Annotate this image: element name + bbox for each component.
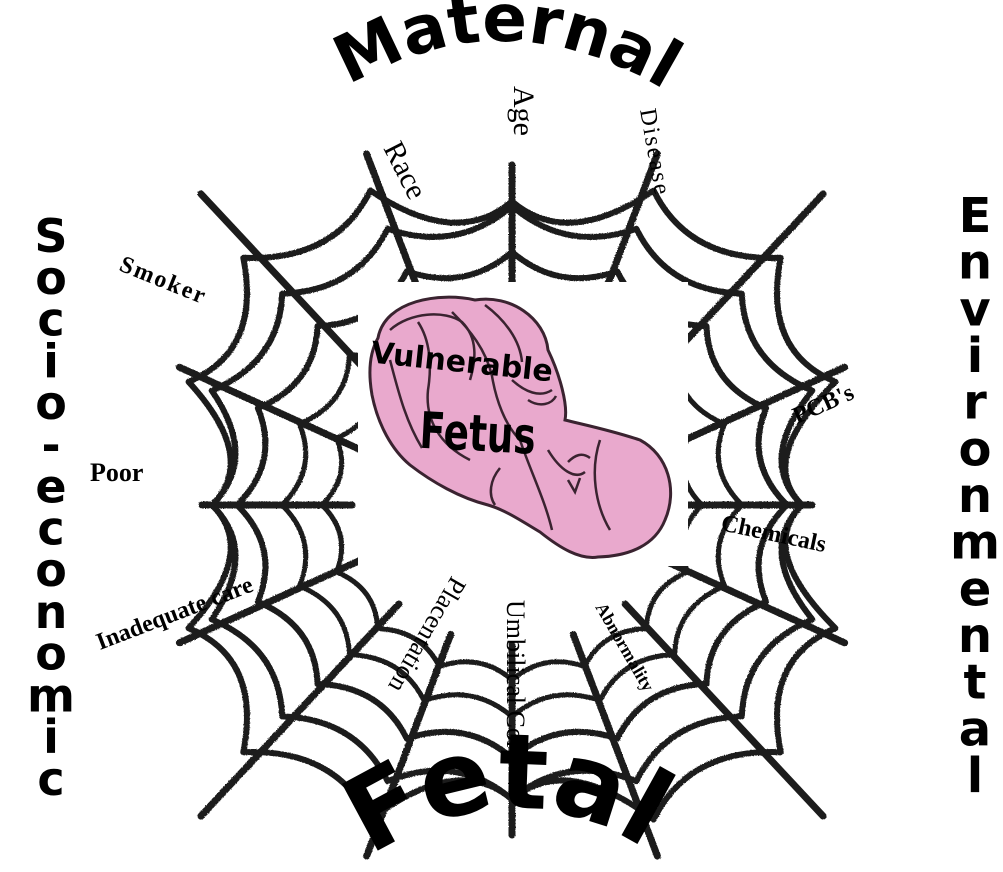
heading-letter: c	[37, 752, 64, 806]
label-smoker: Smoker	[116, 251, 211, 310]
label-umbilical-cord: Umbilical Cord	[501, 600, 530, 762]
heading-letter: l	[967, 748, 983, 804]
label-poor: Poor	[90, 458, 143, 487]
center-label-fetus: Fetus	[418, 402, 537, 466]
label-age: Age	[507, 86, 540, 136]
label-inadequate-care: Inadequate care	[93, 572, 257, 656]
label-disease: Disease	[634, 107, 675, 199]
label-placentation: Placentation	[383, 572, 472, 698]
